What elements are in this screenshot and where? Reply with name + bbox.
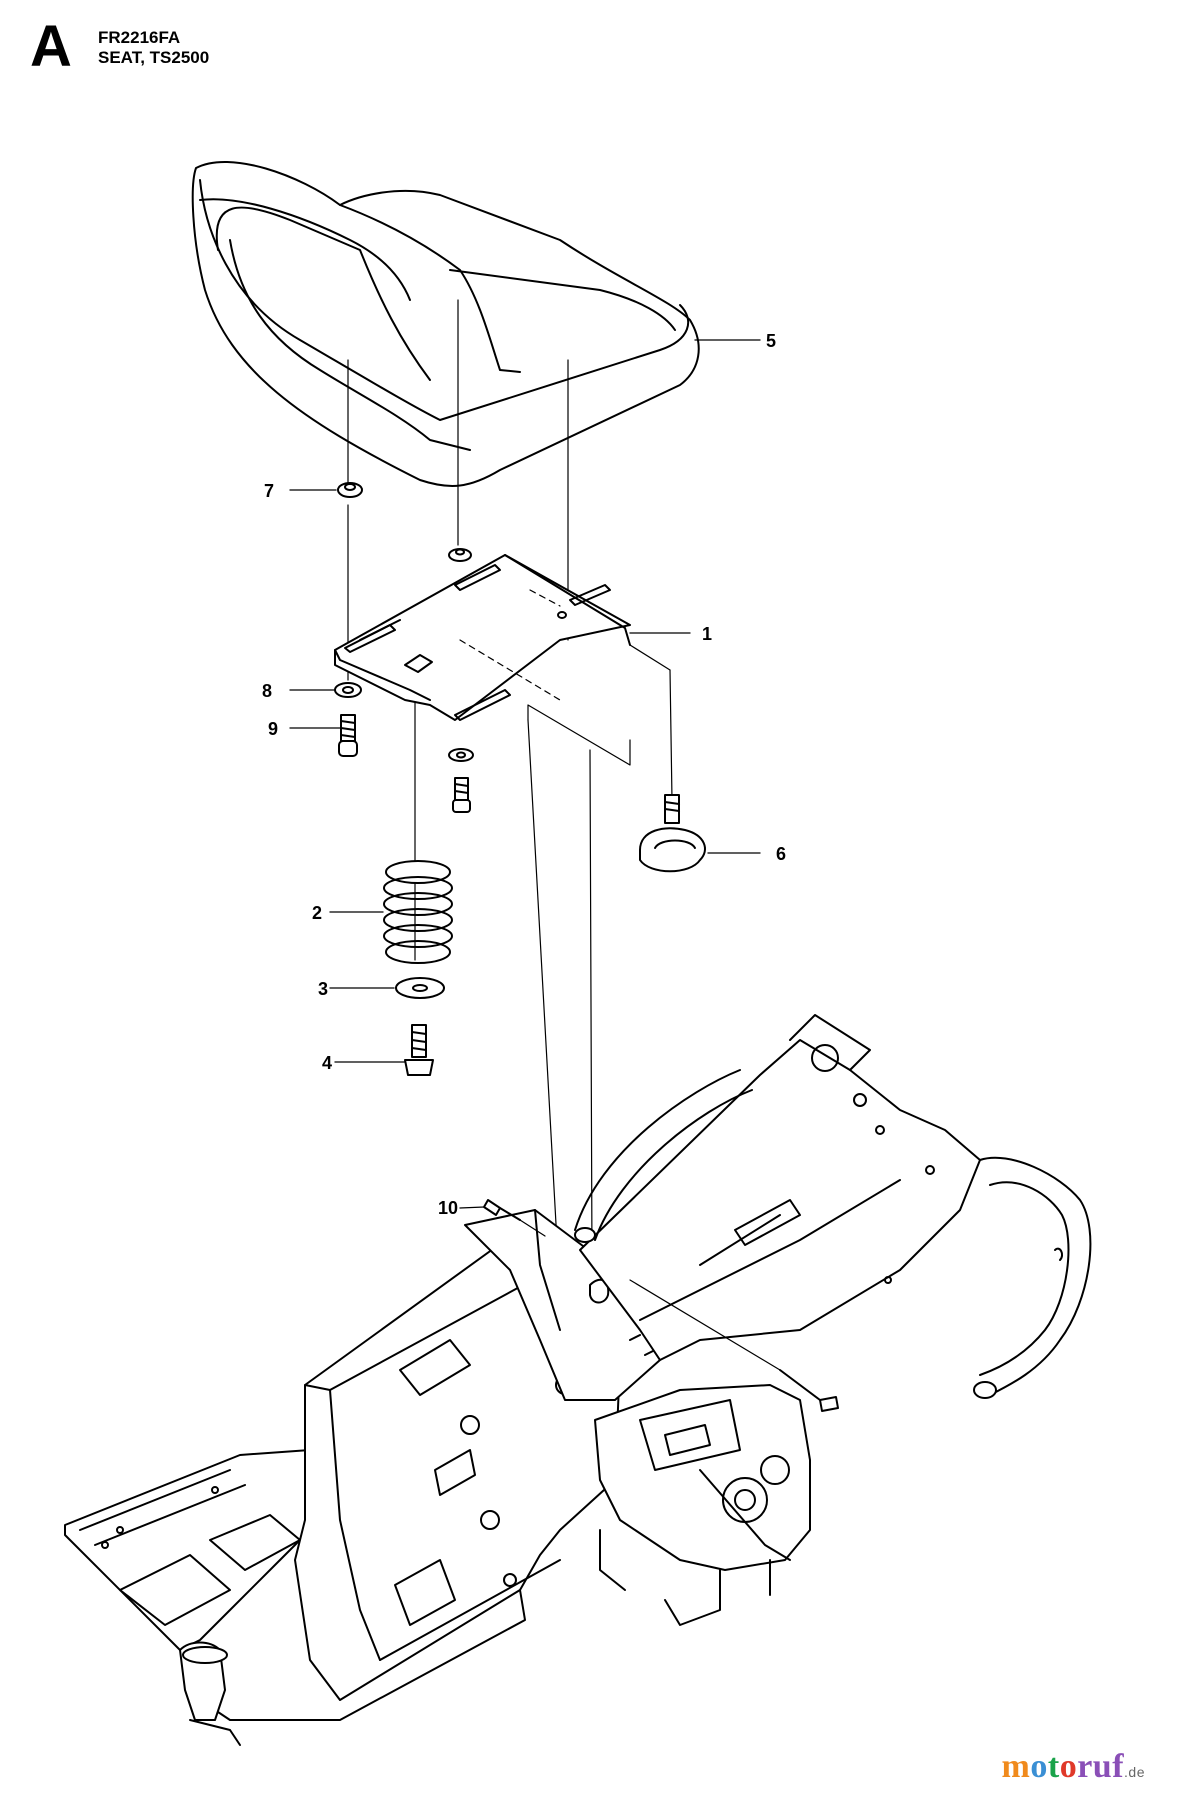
- screw-lower-right-drawing: [629, 1279, 839, 1412]
- callout-10: 10: [438, 1198, 458, 1218]
- frame-drawing: [64, 704, 1092, 1746]
- leader-lines: [289, 339, 761, 1209]
- callout-7: 7: [264, 481, 274, 501]
- section-letter: A: [30, 14, 72, 79]
- seat-drawing: [191, 160, 700, 487]
- washer-3-drawing: [395, 977, 445, 999]
- spring-drawing: [383, 860, 453, 964]
- diagram-title: SEAT, TS2500: [98, 48, 210, 67]
- screw-10-drawing: [483, 1199, 546, 1237]
- callout-5: 5: [766, 331, 776, 351]
- callout-1: 1: [702, 624, 712, 644]
- model-code: FR2216FA: [98, 28, 181, 47]
- bushing-drawing: [337, 482, 472, 562]
- callout-8: 8: [262, 681, 272, 701]
- watermark-logo: motoruf.de: [1001, 1748, 1145, 1785]
- diagram-header: FR2216FA SEAT, TS2500: [98, 28, 209, 68]
- callout-3: 3: [318, 979, 328, 999]
- callout-4: 4: [322, 1053, 332, 1073]
- callout-2: 2: [312, 903, 322, 923]
- washer-8-drawing: [334, 682, 362, 698]
- screw-4-drawing: [404, 1024, 434, 1076]
- callout-9: 9: [268, 719, 278, 739]
- callout-6: 6: [776, 844, 786, 864]
- knob-drawing: [629, 644, 706, 873]
- center-screw-drawing: [448, 748, 474, 813]
- screw-9-drawing: [338, 714, 358, 757]
- seat-plate-drawing: [334, 554, 631, 721]
